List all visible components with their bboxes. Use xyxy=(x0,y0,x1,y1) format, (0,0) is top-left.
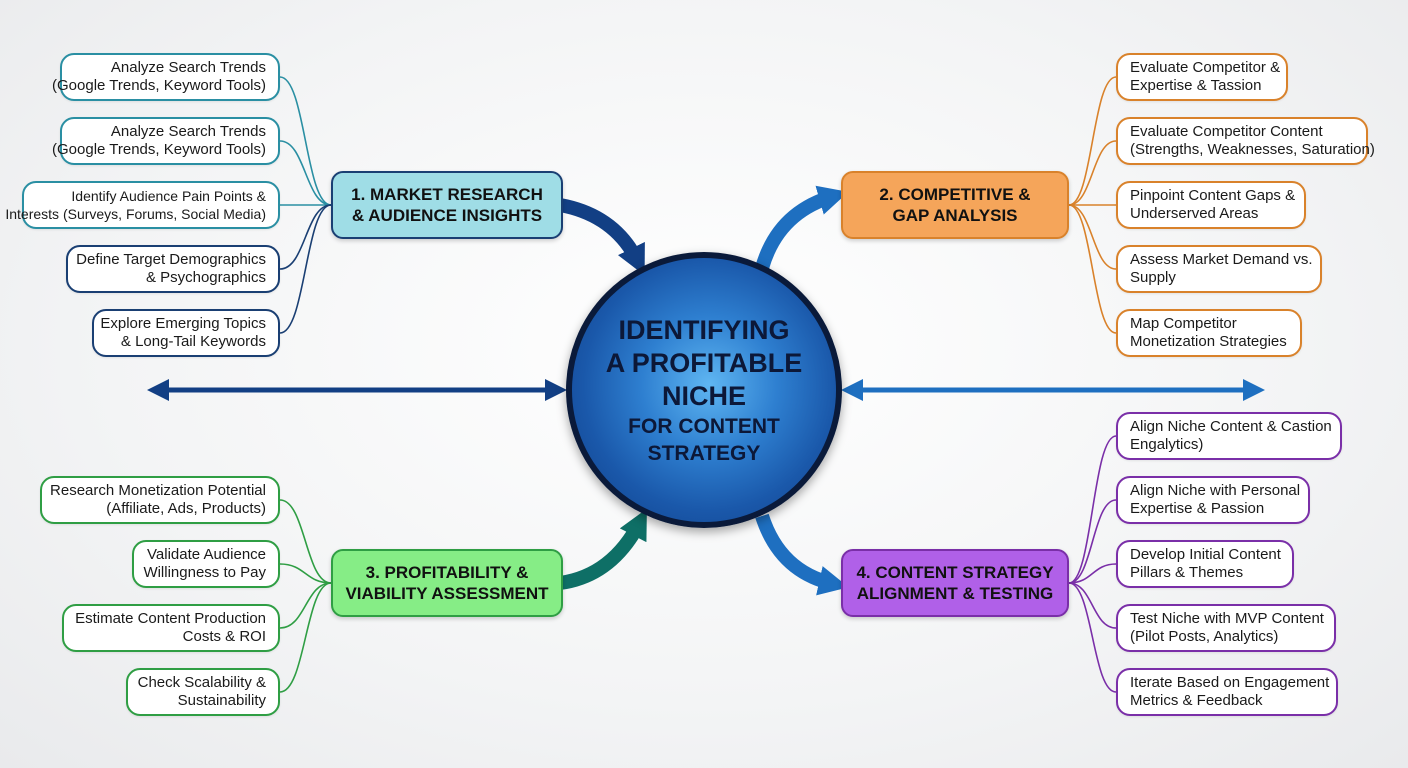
content-strategy-hub: 4. CONTENT STRATEGY ALIGNMENT & TESTING xyxy=(841,549,1069,617)
item-line: Underserved Areas xyxy=(1130,205,1259,222)
branch-connector-line xyxy=(279,204,332,270)
item-line: Align Niche Content & Castion xyxy=(1130,418,1332,435)
market-research-item-3: Identify Audience Pain Points & Interest… xyxy=(5,181,280,229)
item-line: Monetization Strategies xyxy=(1130,333,1287,350)
hub-title-line: GAP ANALYSIS xyxy=(892,206,1018,225)
item-line: (Pilot Posts, Analytics) xyxy=(1130,628,1279,645)
hub-title-line: & AUDIENCE INSIGHTS xyxy=(351,206,543,225)
center-title-line: IDENTIFYING xyxy=(618,314,790,345)
item-line: Evaluate Competitor Content xyxy=(1130,123,1323,140)
item-line: Engalytics) xyxy=(1130,436,1204,453)
branch-connector-line xyxy=(279,563,332,584)
branch-connector-line xyxy=(1068,140,1117,206)
center-to-content-strategy-arrow xyxy=(755,513,849,596)
item-line: Interests (Surveys, Forums, Social Media… xyxy=(5,206,266,222)
competitive-item-4: Assess Market Demand vs. Supply xyxy=(1116,245,1322,293)
branch-connector-line xyxy=(1068,204,1117,270)
market-research-item-4: Define Target Demographics & Psychograph… xyxy=(66,245,280,293)
branch-connector-line xyxy=(279,204,332,334)
market-to-center-arrow xyxy=(558,198,645,276)
item-line: Analyze Search Trends xyxy=(110,123,266,140)
item-line: Identify Audience Pain Points & xyxy=(71,188,266,204)
branch-connector-line xyxy=(279,499,332,584)
content-strategy-item-4: Test Niche with MVP Content (Pilot Posts… xyxy=(1116,604,1336,652)
profitability-item-2: Validate Audience Willingness to Pay xyxy=(132,540,280,588)
item-line: Develop Initial Content xyxy=(1130,546,1281,563)
item-line: Pinpoint Content Gaps & xyxy=(1130,187,1296,204)
central-topic-circle: IDENTIFYING A PROFITABLE NICHE FOR CONTE… xyxy=(566,252,842,528)
item-line: & Long-Tail Keywords xyxy=(120,333,266,350)
content-strategy-item-3: Develop Initial Content Pillars & Themes xyxy=(1116,540,1294,588)
branch-connector-line xyxy=(1068,582,1117,629)
market-research-item-5: Explore Emerging Topics & Long-Tail Keyw… xyxy=(92,309,280,357)
item-line: (Google Trends, Keyword Tools) xyxy=(52,77,266,94)
item-line: (Strengths, Weaknesses, Saturation) xyxy=(1130,141,1375,158)
item-line: & Psychographics xyxy=(145,269,266,286)
competitive-item-1: Evaluate Competitor & Expertise & Tassio… xyxy=(1116,53,1288,101)
content-strategy-item-1: Align Niche Content & Castion Engalytics… xyxy=(1116,412,1342,460)
competitive-gap-hub: 2. COMPETITIVE & GAP ANALYSIS xyxy=(841,171,1069,239)
item-line: Expertise & Tassion xyxy=(1130,77,1262,94)
center-to-competitive-arrow xyxy=(755,185,849,271)
branch-connector-line xyxy=(279,582,332,693)
branch-connector-line xyxy=(279,582,332,629)
hub-title-line: VIABILITY ASSESSMENT xyxy=(345,584,549,603)
market-research-item-2: Analyze Search Trends (Google Trends, Ke… xyxy=(52,117,280,165)
profitability-item-3: Estimate Content Production Costs & ROI xyxy=(62,604,280,652)
branch-connector-line xyxy=(1068,204,1117,334)
hub-title-line: ALIGNMENT & TESTING xyxy=(856,584,1054,603)
item-line: Estimate Content Production xyxy=(75,610,266,627)
item-line: Research Monetization Potential xyxy=(50,482,266,499)
branch-connector-line xyxy=(279,76,332,206)
item-line: Iterate Based on Engagement xyxy=(1130,674,1330,691)
profitability-to-center-arrow xyxy=(558,508,647,590)
item-line: Assess Market Demand vs. xyxy=(1130,251,1313,268)
item-line: Costs & ROI xyxy=(182,628,266,645)
center-subtitle-line: STRATEGY xyxy=(647,441,761,465)
item-line: Metrics & Feedback xyxy=(1130,692,1263,709)
item-line: Expertise & Passion xyxy=(1130,500,1265,517)
branch-connector-line xyxy=(1068,563,1117,584)
branch-connector-line xyxy=(1068,435,1117,584)
profitability-hub: 3. PROFITABILITY & VIABILITY ASSESSMENT xyxy=(331,549,563,617)
content-strategy-item-5: Iterate Based on Engagement Metrics & Fe… xyxy=(1116,668,1338,716)
branch-connector-line xyxy=(1068,499,1117,584)
branch-connector-line xyxy=(279,140,332,206)
item-line: Evaluate Competitor & xyxy=(1130,59,1281,76)
item-line: Check Scalability & xyxy=(137,674,266,691)
item-line: Supply xyxy=(1130,269,1176,286)
branch-connector-line xyxy=(1068,76,1117,206)
item-line: Map Competitor xyxy=(1130,315,1237,332)
branch-connector-line xyxy=(1068,582,1117,693)
hub-title-line: 1. MARKET RESEARCH xyxy=(351,185,543,204)
item-line: Willingness to Pay xyxy=(143,564,266,581)
item-line: Define Target Demographics xyxy=(76,251,266,268)
center-subtitle-line: FOR CONTENT xyxy=(628,414,780,438)
item-line: (Google Trends, Keyword Tools) xyxy=(52,141,266,158)
competitive-item-5: Map Competitor Monetization Strategies xyxy=(1116,309,1302,357)
profitability-item-4: Check Scalability & Sustainability xyxy=(126,668,280,716)
item-line: Sustainability xyxy=(177,692,266,709)
hub-title-line: 3. PROFITABILITY & xyxy=(365,563,529,582)
item-line: Analyze Search Trends xyxy=(110,59,266,76)
item-line: Pillars & Themes xyxy=(1130,564,1244,581)
competitive-item-2: Evaluate Competitor Content (Strengths, … xyxy=(1116,117,1375,165)
item-line: Test Niche with MVP Content xyxy=(1130,610,1324,627)
hub-title-line: 4. CONTENT STRATEGY xyxy=(856,563,1054,582)
item-line: Explore Emerging Topics xyxy=(100,315,266,332)
market-research-hub: 1. MARKET RESEARCH & AUDIENCE INSIGHTS xyxy=(331,171,563,239)
profitability-item-1: Research Monetization Potential (Affilia… xyxy=(40,476,280,524)
hub-title-line: 2. COMPETITIVE & xyxy=(879,185,1031,204)
item-line: Align Niche with Personal xyxy=(1130,482,1301,499)
competitive-item-3: Pinpoint Content Gaps & Underserved Area… xyxy=(1116,181,1306,229)
market-research-item-1: Analyze Search Trends (Google Trends, Ke… xyxy=(52,53,280,101)
center-title-line: A PROFITABLE xyxy=(605,347,803,378)
content-strategy-item-2: Align Niche with Personal Expertise & Pa… xyxy=(1116,476,1310,524)
item-line: (Affiliate, Ads, Products) xyxy=(106,500,266,517)
center-title-line: NICHE xyxy=(661,380,746,411)
item-line: Validate Audience xyxy=(147,546,266,563)
